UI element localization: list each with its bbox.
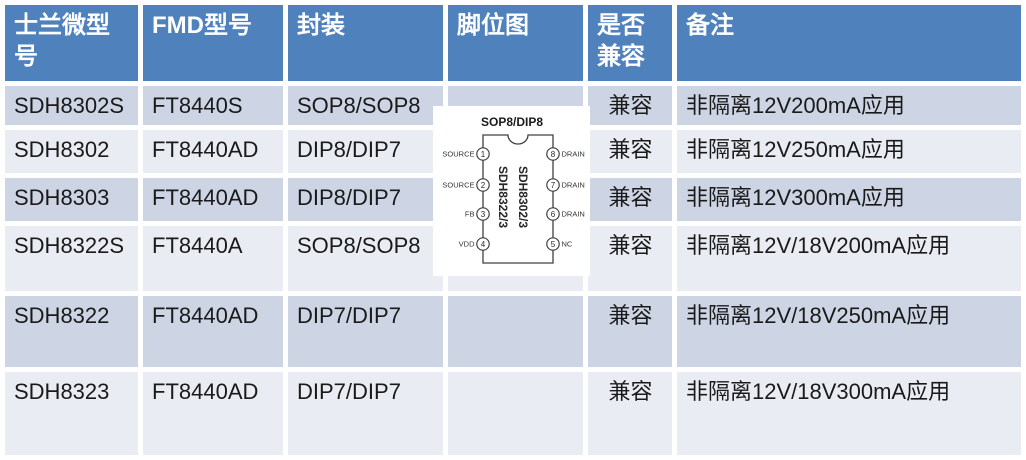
cell-fmd-part: FT8440A	[143, 225, 283, 291]
pin-7-circle	[546, 178, 560, 192]
pin-5-circle	[546, 237, 560, 251]
cell-package: SOP8/SOP8	[288, 86, 443, 126]
table-row: SDH8323 FT8440AD DIP7/DIP7 兼容 非隔离12V/18V…	[5, 371, 1021, 455]
cell-compatible: 兼容	[588, 177, 672, 221]
cell-fmd-part: FT8440AD	[143, 295, 283, 367]
cell-remark: 非隔离12V200mA应用	[677, 86, 1021, 126]
cell-silan-part: SDH8322S	[5, 225, 138, 291]
cell-silan-part: SDH8302	[5, 130, 138, 173]
col-header-package: 封装	[288, 5, 443, 81]
cell-package: DIP7/DIP7	[288, 295, 443, 367]
cell-remark: 非隔离12V/18V250mA应用	[677, 295, 1021, 367]
pin-4-number: 4	[481, 240, 486, 249]
pin-7-label: DRAIN	[562, 181, 585, 190]
pin-4-circle	[476, 237, 490, 251]
pin-3-circle	[476, 207, 490, 221]
cell-remark: 非隔离12V/18V200mA应用	[677, 225, 1021, 291]
pin-1-label: SOURCE	[442, 150, 474, 159]
cell-remark: 非隔离12V250mA应用	[677, 130, 1021, 173]
pin-6-label: DRAIN	[562, 210, 585, 219]
pinout-package-title: SOP8/DIP8	[481, 115, 543, 129]
cell-remark: 非隔离12V/18V300mA应用	[677, 371, 1021, 455]
cell-silan-part: SDH8303	[5, 177, 138, 221]
cell-pinout	[448, 295, 583, 367]
col-header-pinout: 脚位图	[448, 5, 583, 81]
cell-compatible: 兼容	[588, 371, 672, 455]
pin-4-label: VDD	[459, 240, 475, 249]
cell-package: DIP7/DIP7	[288, 371, 443, 455]
cell-package: SOP8/SOP8	[288, 225, 443, 291]
table-row: SDH8322 FT8440AD DIP7/DIP7 兼容 非隔离12V/18V…	[5, 295, 1021, 367]
pin-3-number: 3	[481, 210, 486, 219]
pin-7-number: 7	[551, 181, 556, 190]
chip-body-outline	[482, 134, 554, 264]
cell-compatible: 兼容	[588, 225, 672, 291]
pin-3-label: FB	[465, 210, 475, 219]
table-row: SDH8302S FT8440S SOP8/SOP8 兼容 非隔离12V200m…	[5, 86, 1021, 126]
pin-2-circle	[476, 178, 490, 192]
cell-remark: 非隔离12V300mA应用	[677, 177, 1021, 221]
cell-silan-part: SDH8323	[5, 371, 138, 455]
chip-name-right: SDH8302/3	[516, 166, 530, 228]
chip-name-left: SDH8322/3	[496, 166, 510, 228]
pin-1-number: 1	[481, 150, 486, 159]
cell-compatible: 兼容	[588, 86, 672, 126]
pin-5-number: 5	[551, 240, 556, 249]
cell-fmd-part: FT8440AD	[143, 130, 283, 173]
cell-fmd-part: FT8440S	[143, 86, 283, 126]
table-row: SDH8303 FT8440AD DIP8/DIP7 兼容 非隔离12V300m…	[5, 177, 1021, 221]
header-row: 士兰微型号 FMD型号 封装 脚位图 是否兼容 备注	[5, 5, 1021, 81]
pin-8-number: 8	[551, 150, 556, 159]
pin-6-number: 6	[551, 210, 556, 219]
cell-package: DIP8/DIP7	[288, 177, 443, 221]
pin-6-circle	[546, 207, 560, 221]
pin-2-label: SOURCE	[442, 181, 474, 190]
col-header-fmd-part: FMD型号	[143, 5, 283, 81]
pin-8-circle	[546, 147, 560, 161]
cell-fmd-part: FT8440AD	[143, 371, 283, 455]
pinout-diagram: SOP8/DIP8 1 SOURCE 2 SOURCE 3 FB 4 VDD 8…	[433, 106, 590, 276]
pin-1-circle	[476, 147, 490, 161]
cell-silan-part: SDH8302S	[5, 86, 138, 126]
cell-compatible: 兼容	[588, 130, 672, 173]
col-header-compatible: 是否兼容	[588, 5, 672, 81]
chip-pinout-svg: SOP8/DIP8 1 SOURCE 2 SOURCE 3 FB 4 VDD 8…	[442, 115, 585, 264]
col-header-silan-part: 士兰微型号	[5, 5, 138, 81]
col-header-remark: 备注	[677, 5, 1021, 81]
cell-package: DIP8/DIP7	[288, 130, 443, 173]
cell-compatible: 兼容	[588, 295, 672, 367]
pin-2-number: 2	[481, 181, 486, 190]
pin-5-label: NC	[562, 240, 573, 249]
cell-pinout	[448, 371, 583, 455]
cell-silan-part: SDH8322	[5, 295, 138, 367]
pin-8-label: DRAIN	[562, 150, 585, 159]
cell-fmd-part: FT8440AD	[143, 177, 283, 221]
